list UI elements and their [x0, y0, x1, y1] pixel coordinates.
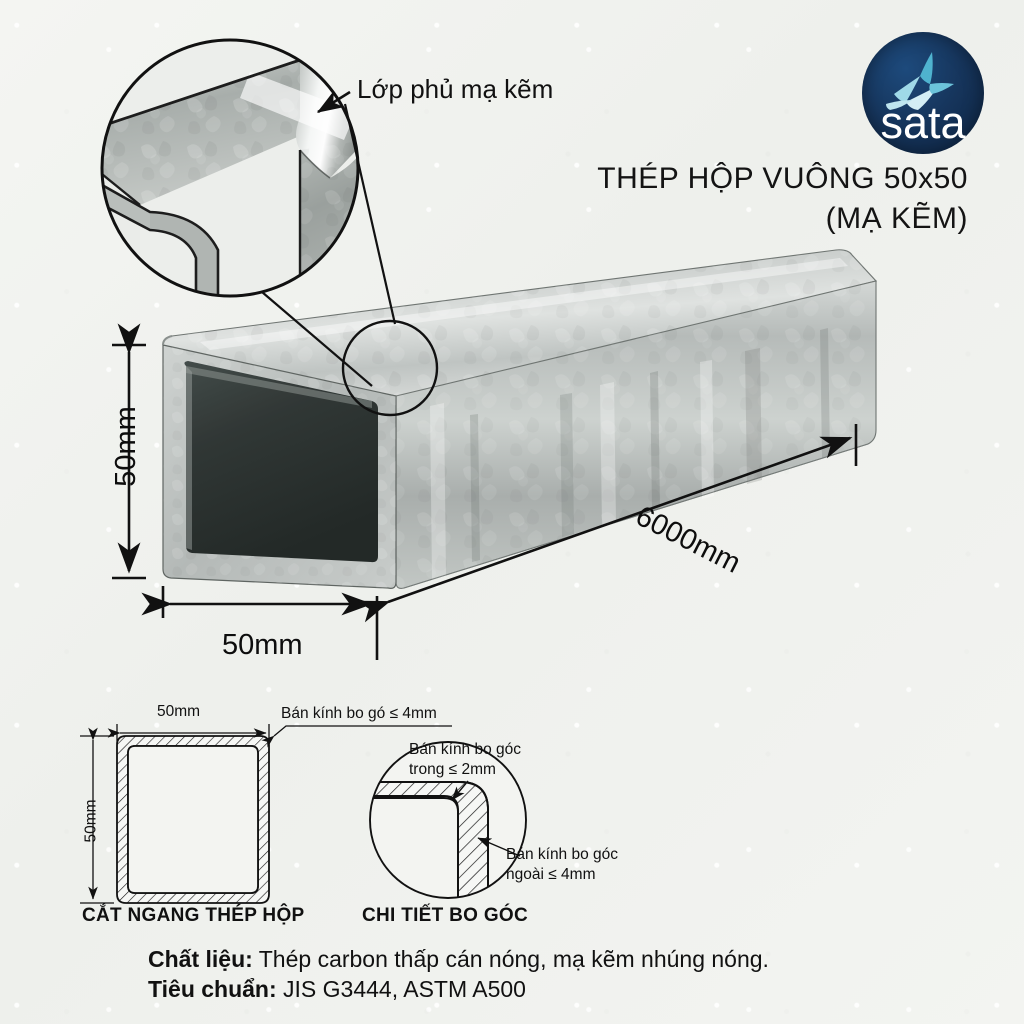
dimension-length-label: 6000mm	[630, 500, 746, 580]
specification-footer: Chất liệu: Thép carbon thấp cán nóng, mạ…	[148, 944, 908, 1005]
inner-radius-arrow	[451, 780, 469, 801]
magnified-corner-inset	[100, 38, 360, 298]
product-title: THÉP HỘP VUÔNG 50x50 (MẠ KẼM)	[498, 162, 968, 236]
material-line: Chất liệu: Thép carbon thấp cán nóng, mạ…	[148, 944, 908, 974]
sata-logo-artwork: sata	[880, 52, 966, 148]
corner-detail-caption: CHI TIẾT BO GÓC	[362, 905, 528, 926]
coating-label-arrow	[316, 90, 351, 114]
corner-inner-radius-line2: trong ≤ 2mm	[409, 760, 496, 778]
corner-inner-radius-label: Bán kính bo góc trong ≤ 2mm	[409, 740, 521, 780]
coating-callout-label: Lớp phủ mạ kẽm	[357, 74, 554, 104]
cross-section-width-label: 50mm	[157, 703, 201, 720]
corner-outer-radius-line1: Bán kính bo góc	[506, 846, 619, 863]
corner-inner-radius-line1: Bán kính bo góc	[409, 741, 522, 758]
corner-outer-radius-line2: ngoài ≤ 4mm	[506, 865, 596, 883]
dimension-width-label: 50mm	[222, 629, 303, 661]
standard-value: JIS G3444, ASTM A500	[276, 976, 526, 1003]
cross-section-height-label: 50mm	[82, 799, 100, 843]
material-key: Chất liệu:	[148, 946, 253, 972]
corner-callout-circle-small	[341, 319, 439, 417]
cross-section-drawing	[80, 724, 452, 904]
corner-outer-radius-label: Bán kính bo góc ngoài ≤ 4mm	[506, 845, 618, 885]
product-title-line1: THÉP HỘP VUÔNG 50x50	[597, 162, 968, 195]
material-value: Thép carbon thấp cán nóng, mạ kẽm nhúng …	[252, 946, 769, 972]
inset-leader-line-lower	[261, 291, 373, 387]
cross-section-corner-radius-label: Bán kính bo gó ≤ 4mm	[281, 705, 437, 722]
sata-wordmark: sata	[880, 97, 966, 148]
cross-section-caption: CẮT NGANG THÉP HỘP	[82, 905, 305, 926]
standard-key: Tiêu chuẩn:	[148, 976, 277, 1003]
steel-tube-illustration	[162, 249, 878, 589]
cross-section-radius-leader	[261, 725, 452, 748]
inset-leader-line-upper	[343, 103, 397, 325]
bird-icon	[886, 52, 954, 110]
product-title-line2: (MẠ KẼM)	[825, 202, 968, 235]
sata-logo: sata	[862, 32, 984, 154]
dimension-height-label: 50mm	[109, 406, 142, 487]
dimension-lines-main	[112, 323, 858, 660]
standard-line: Tiêu chuẩn: JIS G3444, ASTM A500	[148, 974, 908, 1004]
